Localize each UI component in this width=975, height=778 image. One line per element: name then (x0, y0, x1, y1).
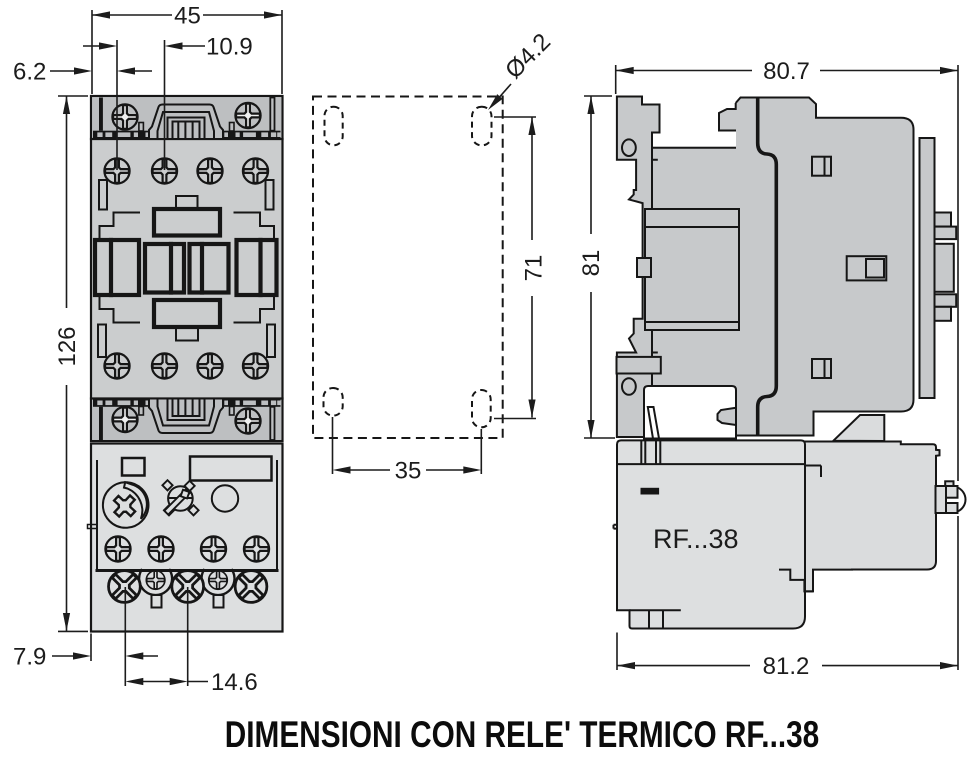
svg-text:7.9: 7.9 (13, 644, 46, 671)
svg-text:81: 81 (578, 250, 605, 277)
svg-text:45: 45 (174, 3, 201, 30)
svg-text:Ø4.2: Ø4.2 (500, 28, 556, 84)
svg-text:6.2: 6.2 (13, 59, 46, 86)
svg-text:DIMENSIONI CON RELE' TERMICO R: DIMENSIONI CON RELE' TERMICO RF...38 (225, 714, 820, 755)
svg-text:126: 126 (54, 326, 81, 366)
svg-text:14.6: 14.6 (211, 669, 258, 696)
svg-text:71: 71 (521, 255, 548, 282)
svg-text:10.9: 10.9 (206, 34, 253, 61)
svg-text:81.2: 81.2 (763, 653, 810, 680)
svg-text:80.7: 80.7 (763, 58, 810, 85)
svg-text:35: 35 (395, 458, 422, 485)
svg-text:RF...38: RF...38 (653, 524, 739, 554)
